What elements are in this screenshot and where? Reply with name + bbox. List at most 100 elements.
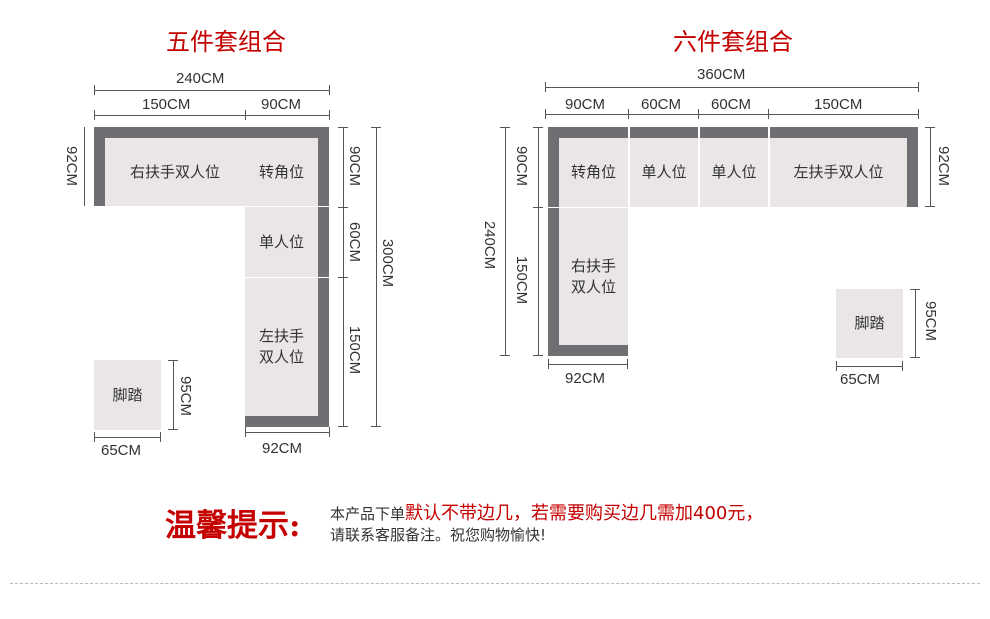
bottom-divider bbox=[10, 583, 980, 584]
dim-tick bbox=[168, 429, 178, 430]
left-dim-bottom92: 92CM bbox=[262, 440, 303, 457]
dim-tick bbox=[329, 110, 330, 120]
dim-tick bbox=[910, 289, 920, 290]
left-dim-h60: 60CM bbox=[346, 221, 363, 262]
left-dim-h92-line bbox=[84, 127, 85, 206]
corner-seat: 转角位 bbox=[245, 138, 318, 206]
right-dim-w90: 90CM bbox=[565, 96, 606, 113]
right-dim-h150: 150CM bbox=[513, 255, 530, 305]
dim-tick bbox=[918, 109, 919, 119]
left-dim-total-height-line bbox=[376, 127, 377, 427]
left-ottoman-h: 95CM bbox=[177, 375, 194, 416]
dim-tick bbox=[925, 127, 935, 128]
left-ottoman-h-line bbox=[173, 360, 174, 430]
right-ottoman-label: 脚踏 bbox=[854, 315, 885, 332]
left-dim-bottom92-line bbox=[245, 432, 329, 433]
left-dim-h150: 150CM bbox=[346, 325, 363, 375]
right-ottoman-h-line bbox=[915, 289, 916, 358]
right-single-b-label: 单人位 bbox=[711, 164, 757, 181]
right-corner-seat-label: 转角位 bbox=[570, 164, 616, 181]
right-dim-total-width: 360CM bbox=[697, 66, 746, 83]
right-right-arm-double: 右扶手 双人位 bbox=[559, 208, 628, 345]
left-set-title: 五件套组合 bbox=[166, 28, 286, 56]
right-right-arm-double-label-1: 右扶手 bbox=[570, 257, 616, 275]
dim-tick bbox=[698, 109, 699, 119]
dim-tick bbox=[338, 127, 348, 128]
right-corner-seat: 转角位 bbox=[559, 138, 628, 207]
single-seat: 单人位 bbox=[245, 207, 318, 277]
left-dim-h90: 90CM bbox=[346, 145, 363, 186]
dim-tick bbox=[768, 109, 769, 119]
dim-tick bbox=[533, 127, 543, 128]
tip-title: 温馨提示: bbox=[165, 508, 301, 544]
dim-tick bbox=[338, 207, 348, 208]
right-single-a: 单人位 bbox=[630, 138, 698, 207]
right-ottoman-h: 95CM bbox=[922, 300, 939, 341]
dim-tick bbox=[371, 127, 381, 128]
right-left-arm-double: 左扶手双人位 bbox=[770, 138, 907, 207]
tip-line-1-prefix: 本产品下单 bbox=[330, 505, 406, 523]
left-dim-total-width-line bbox=[94, 90, 330, 91]
right-ottoman-w: 65CM bbox=[840, 371, 881, 388]
dim-tick bbox=[94, 432, 95, 442]
left-dim-sub-width-line bbox=[94, 115, 330, 116]
dim-tick bbox=[533, 355, 543, 356]
right-dim-right92-line bbox=[930, 127, 931, 207]
dim-tick bbox=[160, 432, 161, 442]
right-left-arm-double-label: 左扶手双人位 bbox=[793, 164, 884, 181]
right-dim-sub-width-line bbox=[545, 114, 919, 115]
dim-tick bbox=[628, 109, 629, 119]
dim-tick bbox=[338, 277, 348, 278]
left-dim-total-width: 240CM bbox=[176, 70, 225, 87]
left-arm-double-seat-label-1: 左扶手 bbox=[258, 328, 304, 345]
right-dim-w150: 150CM bbox=[814, 96, 863, 113]
dim-tick bbox=[548, 359, 549, 369]
right-right-arm-double-label-2: 双人位 bbox=[570, 278, 616, 296]
right-dim-total-width-line bbox=[545, 87, 919, 88]
dim-tick bbox=[500, 127, 510, 128]
right-arm-double-seat: 右扶手双人位 bbox=[105, 138, 245, 206]
dim-tick bbox=[245, 427, 246, 437]
ottoman-label: 脚踏 bbox=[112, 386, 143, 404]
right-single-b: 单人位 bbox=[700, 138, 768, 207]
left-dim-total-height: 300CM bbox=[379, 238, 396, 288]
right-dim-left-line bbox=[538, 127, 539, 356]
right-dim-bottom92-line bbox=[548, 364, 628, 365]
dim-tick bbox=[533, 207, 543, 208]
right-dim-h90: 90CM bbox=[513, 145, 530, 186]
right-dim-total-height: 240CM bbox=[481, 220, 498, 270]
dim-tick bbox=[627, 359, 628, 369]
dim-tick bbox=[338, 426, 348, 427]
left-arm-double-seat-label-2: 双人位 bbox=[258, 349, 304, 366]
tip-line-1: 本产品下单默认不带边几，若需要购买边几需加400元， bbox=[330, 499, 763, 525]
dim-tick bbox=[545, 82, 546, 92]
right-dim-w60a: 60CM bbox=[641, 96, 682, 113]
right-dim-right92: 92CM bbox=[935, 145, 952, 186]
dim-tick bbox=[94, 110, 95, 120]
dim-tick bbox=[918, 82, 919, 92]
dim-tick bbox=[371, 426, 381, 427]
dim-tick bbox=[329, 85, 330, 95]
dim-tick bbox=[545, 109, 546, 119]
right-ottoman: 脚踏 bbox=[836, 289, 903, 358]
right-dim-w60b: 60CM bbox=[711, 96, 752, 113]
dim-tick bbox=[329, 427, 330, 437]
right-dim-bottom92: 92CM bbox=[565, 370, 606, 387]
dim-tick bbox=[902, 361, 903, 371]
left-dim-150: 150CM bbox=[142, 96, 191, 113]
left-dim-h92: 92CM bbox=[63, 145, 80, 186]
dim-tick bbox=[94, 85, 95, 95]
dim-tick bbox=[925, 206, 935, 207]
left-ottoman-w-line bbox=[94, 437, 161, 438]
right-set-title: 六件套组合 bbox=[673, 28, 793, 56]
left-ottoman-w: 65CM bbox=[101, 442, 142, 459]
right-dim-total-height-line bbox=[505, 127, 506, 356]
left-arm-double-seat: 左扶手 双人位 bbox=[245, 278, 318, 416]
dim-tick bbox=[168, 360, 178, 361]
left-dim-90: 90CM bbox=[261, 96, 302, 113]
dim-tick bbox=[500, 355, 510, 356]
corner-seat-label: 转角位 bbox=[258, 163, 304, 181]
dim-tick bbox=[910, 357, 920, 358]
single-seat-label: 单人位 bbox=[258, 233, 304, 251]
right-arm-double-seat-label: 右扶手双人位 bbox=[129, 163, 220, 181]
